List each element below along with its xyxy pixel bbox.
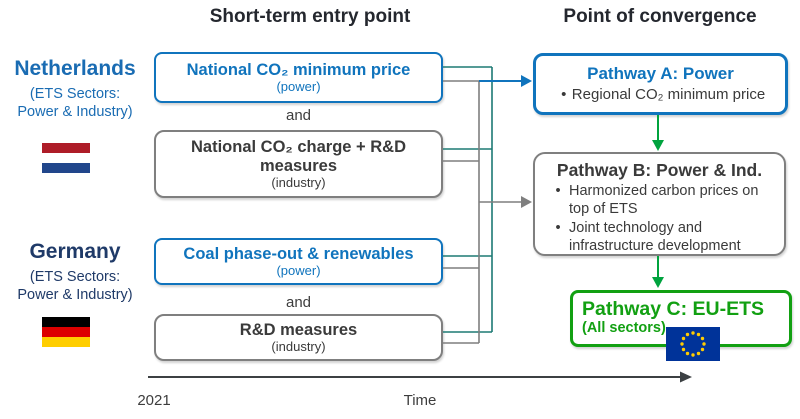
pathway-b-bullet-1: Harmonized carbon prices on top of ETS (535, 183, 784, 218)
de-power-title: Coal phase-out & renewables (183, 244, 414, 263)
pathway-b-bullet-2: Joint technology and infrastructure deve… (535, 220, 784, 255)
pathway-a-title: Pathway A: Power (587, 64, 734, 84)
pathway-c-title: Pathway C: EU-ETS (582, 298, 765, 320)
timeline-start-year: 2021 (137, 392, 171, 409)
nl-industry-title: National CO₂ charge + R&D measures (191, 137, 406, 175)
blue-arrowhead-to-pathway-a (521, 75, 532, 87)
de-industry-scope: (industry) (271, 338, 326, 354)
de-industry-box: R&D measures (industry) (154, 314, 443, 361)
nl-power-scope: (power) (276, 78, 321, 94)
convergence-column-header: Point of convergence (563, 6, 757, 27)
nl-power-box: National CO₂ minimum price (power) (154, 52, 443, 103)
pathway-b-bullet-2-text: Joint technology and infrastructure deve… (569, 220, 741, 255)
pathway-b-title: Pathway B: Power & Ind. (556, 160, 763, 180)
germany-flag-icon (42, 317, 90, 347)
gray-arrowhead-to-pathway-b (521, 196, 532, 208)
netherlands-ets-sectors: (ETS Sectors: Power & Industry) (0, 86, 150, 121)
netherlands-ets-line1: (ETS Sectors: (29, 86, 121, 102)
pathway-a-bullet: Regional CO₂ minimum price (536, 86, 785, 104)
pathway-c-subtitle: (All sectors) (582, 320, 666, 337)
germany-ets-sectors: (ETS Sectors: Power & Industry) (0, 269, 150, 304)
germany-label: Germany (29, 240, 121, 263)
de-power-box: Coal phase-out & renewables (power) (154, 238, 443, 285)
gray-collector-lines (443, 80, 523, 344)
germany-ets-line2: Power & Industry) (17, 286, 133, 303)
timeline-axis-label: Time (403, 392, 437, 409)
nl-industry-box: National CO₂ charge + R&D measures (indu… (154, 130, 443, 198)
de-industry-title: R&D measures (239, 320, 358, 339)
pathway-b-bullet-1-text: Harmonized carbon prices on top of ETS (569, 183, 759, 217)
netherlands-label: Netherlands (14, 57, 136, 80)
nl-power-title: National CO₂ minimum price (186, 60, 411, 79)
nl-industry-scope: (industry) (271, 174, 326, 190)
de-and-label: and (285, 294, 312, 311)
netherlands-ets-line2: Power & Industry) (17, 103, 133, 120)
nl-and-label: and (285, 107, 312, 124)
de-power-scope: (power) (276, 262, 321, 278)
time-axis-arrowhead (680, 371, 692, 383)
pathway-b-box: Pathway B: Power & Ind. Harmonized carbo… (533, 152, 786, 256)
germany-ets-line1: (ETS Sectors: (29, 269, 121, 285)
pathway-a-bullet-text: Regional CO₂ minimum price (571, 85, 766, 103)
netherlands-flag-icon (42, 143, 90, 173)
entry-column-header: Short-term entry point (209, 6, 411, 27)
pathway-a-box: Pathway A: Power Regional CO₂ minimum pr… (533, 53, 788, 115)
teal-coordination-lines (443, 66, 493, 333)
eu-flag-icon (666, 327, 720, 361)
